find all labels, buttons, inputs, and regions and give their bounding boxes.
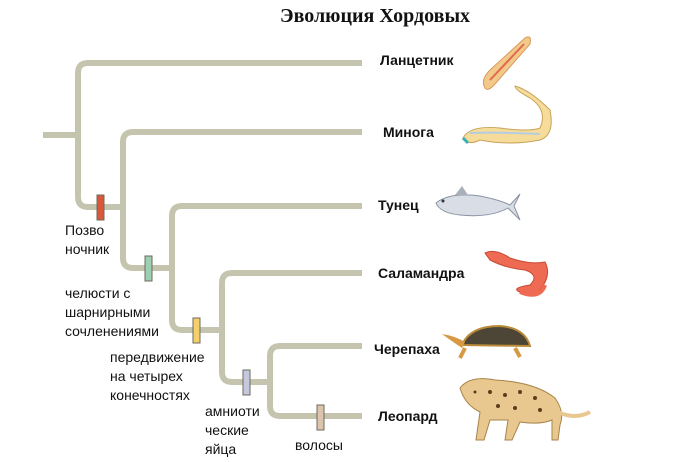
tuna-icon (435, 186, 521, 221)
turtle-icon (442, 324, 532, 359)
trait-line: челюсти с (65, 285, 131, 301)
taxon-label-tuna: Тунец (378, 197, 419, 213)
trait-line: амниоти (205, 403, 260, 419)
trait-line: ческие (205, 422, 249, 438)
branch-turtle (267, 343, 362, 419)
trait-label-jaws: челюсти с шарнирными сочленениями (65, 284, 159, 341)
trait-line: на четырех (110, 368, 183, 384)
taxon-label-turtle: Черепаха (374, 341, 440, 357)
lancelet-icon (482, 36, 531, 90)
trait-line: ночник (65, 241, 110, 257)
trait-line: шарнирными (65, 304, 151, 320)
leopard-icon (459, 378, 591, 441)
taxon-label-lamprey: Минога (383, 124, 434, 140)
taxon-label-leopard: Леопард (378, 408, 438, 424)
lamprey-icon (461, 85, 552, 145)
trait-line: Позво (65, 222, 105, 238)
trait-line: яйца (205, 441, 237, 457)
trait-line: передвижение (110, 349, 205, 365)
trait-line: конечностях (110, 387, 190, 403)
trait-marker-amniotic-egg (242, 369, 251, 396)
trait-marker-vertebra (96, 194, 105, 221)
branch-lancelet (75, 60, 362, 210)
trait-label-hair: волосы (295, 436, 343, 455)
trait-line: волосы (295, 437, 343, 453)
taxon-label-salamander: Саламандра (378, 265, 465, 281)
taxon-label-lancelet: Ланцетник (380, 52, 454, 68)
trait-marker-limbs (192, 317, 201, 344)
branch-lamprey (120, 129, 362, 271)
trait-label-amniotic-egg: амниоти ческие яйца (205, 402, 260, 459)
trait-marker-hair (316, 404, 325, 431)
trait-line: сочленениями (65, 323, 159, 339)
tree-branches (43, 60, 362, 419)
branch-tuna (169, 203, 362, 333)
salamander-icon (484, 250, 549, 297)
trait-label-limbs: передвижение на четырех конечностях (110, 348, 205, 405)
trait-marker-jaws (144, 255, 153, 282)
diagram-title: Эволюция Хордовых (280, 5, 471, 27)
trait-label-vertebra: Позво ночник (65, 221, 109, 259)
branch-salamander (219, 270, 362, 385)
